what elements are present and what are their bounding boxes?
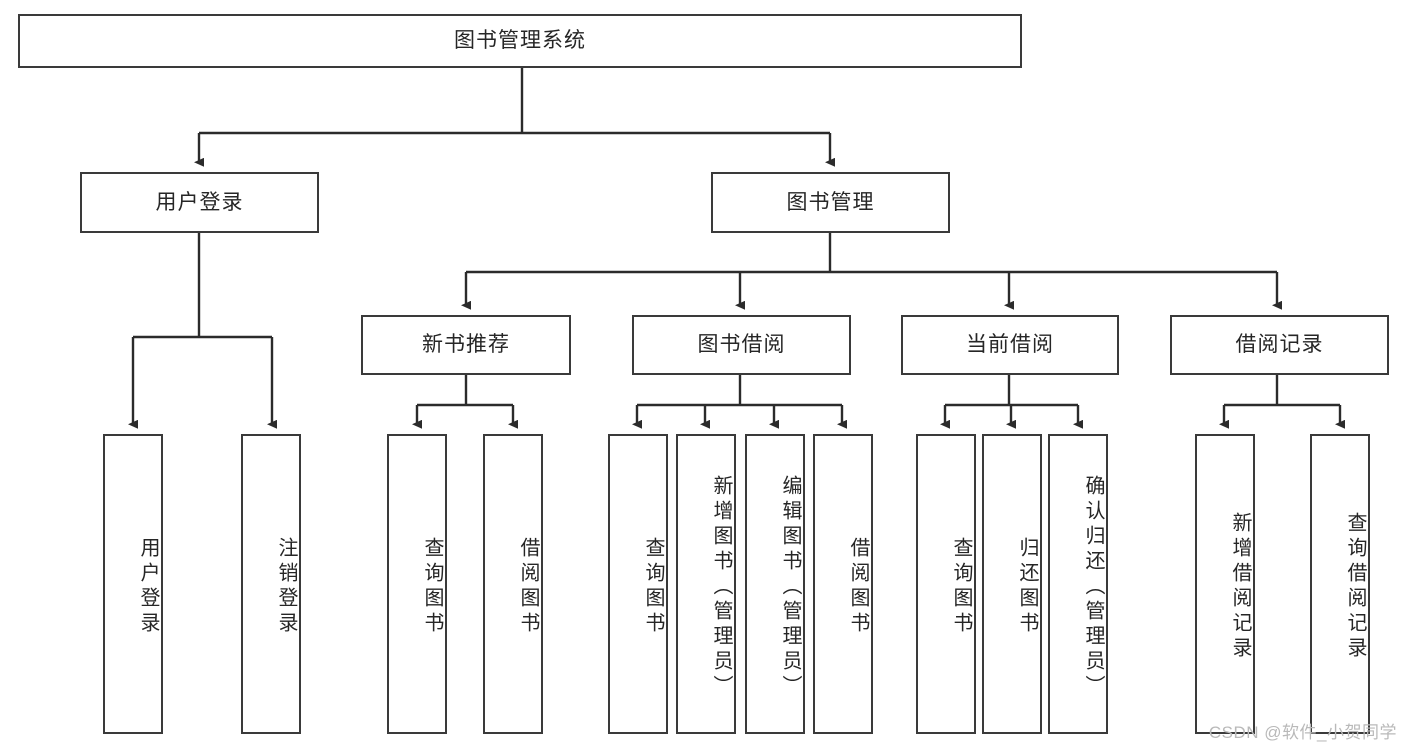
node-label: 当前借阅	[966, 333, 1054, 357]
node-book-borrow[interactable]: 图书借阅	[632, 315, 851, 375]
node-label: 确认归还（管理员）	[1082, 474, 1104, 700]
leaf-current-query-book[interactable]: 查询图书	[916, 434, 976, 734]
node-label: 用户登录	[155, 190, 244, 214]
leaf-borrow-query-book[interactable]: 查询图书	[608, 434, 668, 734]
node-label: 图书借阅	[697, 333, 786, 357]
node-label: 新书推荐	[422, 333, 510, 357]
node-borrow-records[interactable]: 借阅记录	[1170, 315, 1389, 375]
leaf-new-book-borrow[interactable]: 借阅图书	[483, 434, 543, 734]
node-label: 用户登录	[137, 537, 159, 637]
node-label: 查询借阅记录	[1344, 512, 1366, 662]
leaf-user-login-logout[interactable]: 注销登录	[241, 434, 301, 734]
node-label: 查询图书	[642, 537, 664, 637]
leaf-records-add-record[interactable]: 新增借阅记录	[1195, 434, 1255, 734]
leaf-current-confirm-return-admin[interactable]: 确认归还（管理员）	[1048, 434, 1108, 734]
node-label: 借阅图书	[517, 537, 539, 637]
node-new-book-recommend[interactable]: 新书推荐	[361, 315, 571, 375]
leaf-current-return-book[interactable]: 归还图书	[982, 434, 1042, 734]
node-label: 新增图书（管理员）	[710, 474, 732, 700]
leaf-records-query-record[interactable]: 查询借阅记录	[1310, 434, 1370, 734]
node-user-login[interactable]: 用户登录	[80, 172, 319, 233]
node-label: 新增借阅记录	[1229, 512, 1251, 662]
node-label: 图书管理	[786, 190, 875, 214]
node-label: 归还图书	[1016, 537, 1038, 637]
node-book-management[interactable]: 图书管理	[711, 172, 950, 233]
node-label: 借阅图书	[847, 537, 869, 637]
node-root-book-management-system[interactable]: 图书管理系统	[18, 14, 1022, 68]
node-label: 注销登录	[275, 537, 297, 637]
leaf-borrow-edit-book-admin[interactable]: 编辑图书（管理员）	[745, 434, 805, 734]
node-label: 查询图书	[950, 537, 972, 637]
node-label: 编辑图书（管理员）	[779, 474, 801, 700]
leaf-user-login-login[interactable]: 用户登录	[103, 434, 163, 734]
leaf-new-book-query[interactable]: 查询图书	[387, 434, 447, 734]
node-label: 图书管理系统	[454, 29, 586, 53]
leaf-borrow-borrow-book[interactable]: 借阅图书	[813, 434, 873, 734]
node-current-borrow[interactable]: 当前借阅	[901, 315, 1119, 375]
leaf-borrow-add-book-admin[interactable]: 新增图书（管理员）	[676, 434, 736, 734]
node-label: 借阅记录	[1235, 333, 1324, 357]
watermark-text: CSDN @软件_小贺同学	[1208, 723, 1397, 742]
node-label: 查询图书	[421, 537, 443, 637]
